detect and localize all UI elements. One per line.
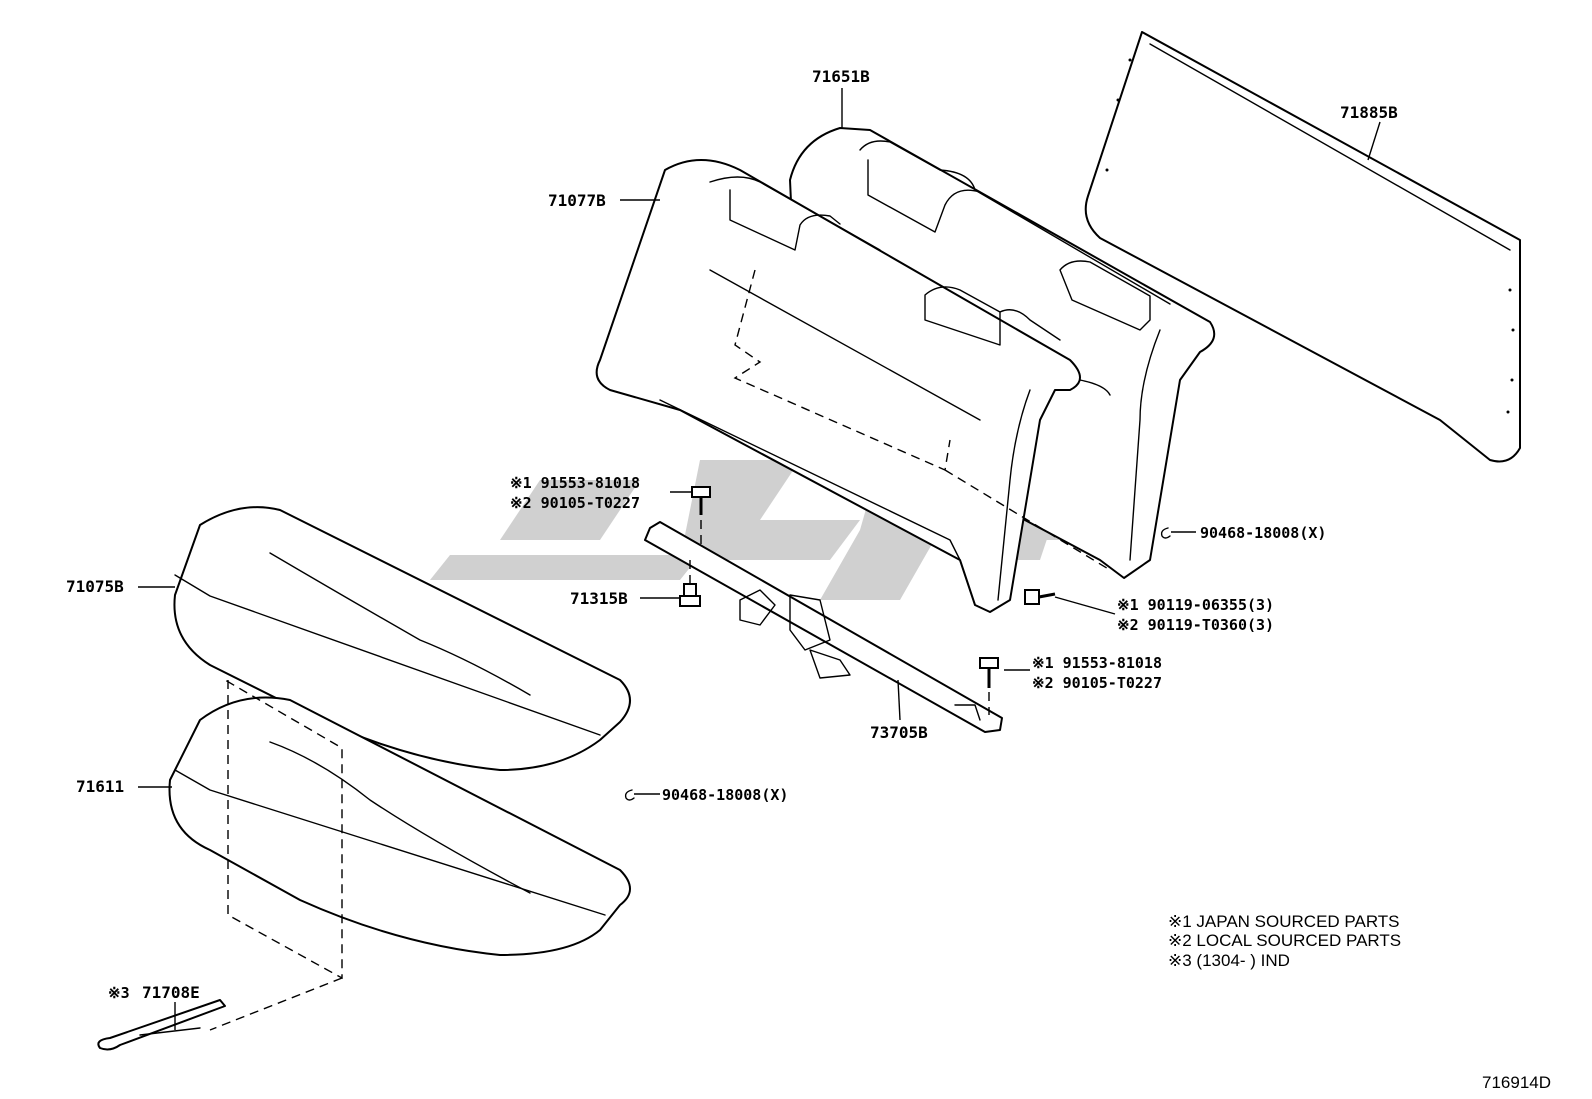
- leader-lines: [138, 88, 1381, 1030]
- label-71708e: 71708E: [142, 983, 200, 1002]
- label-71651b: 71651B: [812, 67, 870, 86]
- label-71611: 71611: [76, 777, 124, 796]
- part-71611-cushion-pad: [168, 696, 631, 956]
- part-71075b-seat-cushion: [173, 506, 631, 771]
- label-clip-left: 90468-18008(X): [662, 786, 788, 804]
- label-71077b: 71077B: [548, 191, 606, 210]
- label-bolt-top-1: ※1 91553-81018: [510, 474, 640, 492]
- label-clip-right: 90468-18008(X): [1200, 524, 1326, 542]
- label-bolt-right-1: ※1 91553-81018: [1032, 654, 1162, 672]
- label-screw-1: ※1 90119-06355(3): [1117, 596, 1274, 614]
- part-71708e-strap: [97, 999, 226, 1051]
- cushion-hidden-outline: [209, 679, 343, 1031]
- label-screw-2: ※2 90119-T0360(3): [1117, 616, 1274, 634]
- part-71885b-panel: [1084, 31, 1521, 463]
- note-line-3: ※3 (1304- ) IND: [1168, 951, 1290, 970]
- label-bolt-top-2: ※2 90105-T0227: [510, 494, 640, 512]
- bolt-right-icon: [979, 657, 999, 715]
- label-71075b: 71075B: [66, 577, 124, 596]
- label-71708e-mark: ※3: [108, 984, 130, 1002]
- note-line-2: ※2 LOCAL SOURCED PARTS: [1168, 931, 1401, 950]
- label-71315b: 71315B: [570, 589, 628, 608]
- hog-ring-right-icon: [1160, 527, 1171, 539]
- hog-ring-left-icon: [624, 789, 635, 801]
- note-line-1: ※1 JAPAN SOURCED PARTS: [1168, 912, 1400, 931]
- part-73705b-bracket: [644, 521, 1003, 733]
- seatback-hidden-outline: [733, 269, 1111, 571]
- label-73705b: 73705B: [870, 723, 928, 742]
- part-71077b-seatback: [595, 159, 1111, 613]
- label-71885b: 71885B: [1340, 103, 1398, 122]
- screw-icon: [1024, 589, 1056, 605]
- label-bolt-right-2: ※2 90105-T0227: [1032, 674, 1162, 692]
- diagram-code: 716914D: [1482, 1073, 1551, 1092]
- clip-71315b-icon: [679, 560, 701, 607]
